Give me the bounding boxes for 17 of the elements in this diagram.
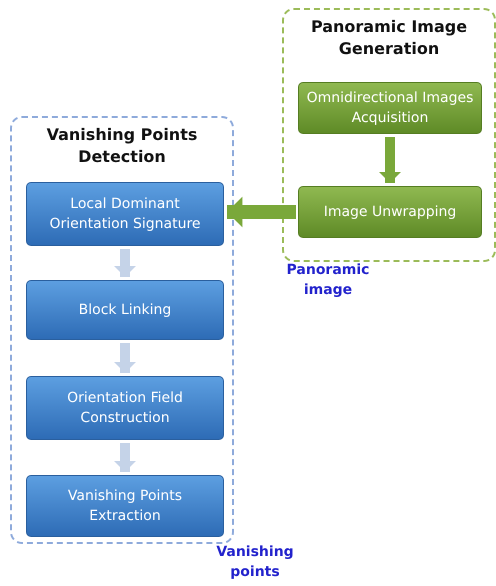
arrow	[379, 137, 401, 183]
group-panel	[282, 8, 496, 262]
arrow	[114, 443, 136, 472]
group-panel	[10, 116, 234, 544]
process-box: Image Unwrapping	[298, 186, 482, 238]
process-box: Vanishing Points Extraction	[26, 475, 224, 537]
process-box: Block Linking	[26, 280, 224, 340]
process-box: Orientation Field Construction	[26, 376, 224, 440]
group-title: Panoramic Image Generation	[310, 16, 468, 60]
process-box: Local Dominant Orientation Signature	[26, 182, 224, 246]
arrow	[114, 343, 136, 373]
process-box: Omnidirectional Images Acquisition	[298, 82, 482, 134]
arrow	[114, 249, 136, 277]
output-label: Panoramic image	[286, 261, 370, 300]
output-label: Vanishing points	[215, 543, 295, 582]
arrow	[227, 196, 296, 228]
group-title: Vanishing Points Detection	[46, 124, 198, 168]
